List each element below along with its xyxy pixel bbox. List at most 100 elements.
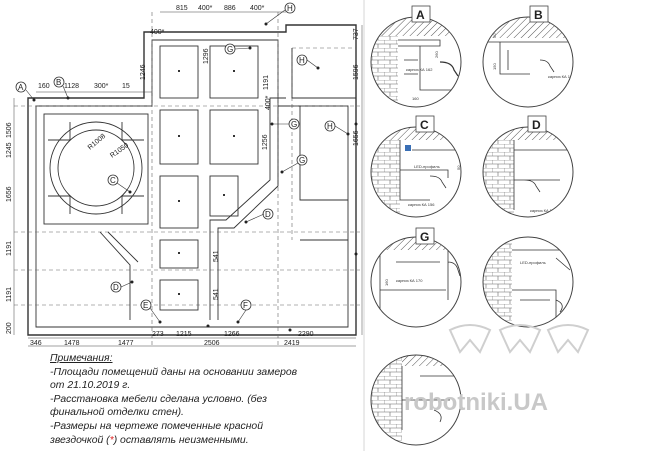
dim-bottom2-2: 1477 bbox=[118, 340, 134, 347]
red-star: * bbox=[109, 434, 114, 446]
round-ceiling-frame bbox=[43, 113, 149, 225]
circle-label-0: R1008 bbox=[87, 133, 107, 152]
callout-h-3[interactable]: H bbox=[284, 2, 296, 14]
dim-bottom2-0: 346 bbox=[30, 340, 42, 347]
dim-inner-0: 1296 bbox=[203, 48, 210, 64]
dim-left-top-2: 300* bbox=[94, 83, 109, 90]
diagonal-soffit bbox=[209, 97, 290, 320]
callout-g-1[interactable]: G bbox=[224, 43, 236, 55]
detail-c-label-2: карниз КА 156 bbox=[408, 202, 435, 207]
dim-left-2: 1656 bbox=[6, 186, 13, 202]
svg-text:H: H bbox=[327, 122, 333, 131]
notes-block: Примечания: -Площади помещений даны на о… bbox=[50, 352, 350, 447]
floor-plan bbox=[14, 12, 360, 345]
dim-inner-2: 541 bbox=[213, 250, 220, 262]
callout-h-1[interactable]: H bbox=[296, 54, 308, 66]
dim-top-left: 400* bbox=[150, 29, 165, 36]
dim-top-2: 886 bbox=[224, 5, 236, 12]
callout-g-2[interactable]: G bbox=[288, 118, 300, 130]
detail-i bbox=[371, 355, 461, 445]
dim-right-1: 1596 bbox=[353, 64, 360, 80]
callout-d-left[interactable]: D bbox=[110, 281, 122, 293]
callout-e[interactable]: E bbox=[140, 299, 152, 311]
svg-text:G: G bbox=[227, 45, 233, 54]
detail-a-label-1: 160 bbox=[460, 43, 465, 50]
dim-inner-3: 541 bbox=[213, 288, 220, 300]
dim-top-0: 815 bbox=[176, 5, 188, 12]
callout-markers: A B C D E F G G G H H H D bbox=[15, 2, 336, 311]
detail-d-label-0: карниз КА 156 bbox=[530, 208, 557, 213]
dim-bottom2-3: 2506 bbox=[204, 340, 220, 347]
dimension-lines bbox=[13, 11, 363, 347]
dim-left-top-3: 15 bbox=[122, 83, 130, 90]
detail-a-letter: A bbox=[416, 8, 425, 22]
leader-lines bbox=[25, 9, 349, 323]
callout-g-3[interactable]: G bbox=[296, 154, 308, 166]
dim-left-top-0: 160 bbox=[38, 83, 50, 90]
callout-h-2[interactable]: H bbox=[324, 120, 336, 132]
svg-text:G: G bbox=[299, 156, 305, 165]
circle-label-1: R1050 bbox=[109, 142, 130, 160]
detail-a-label-3: карниз КА 162 bbox=[406, 67, 433, 72]
callout-f[interactable]: F bbox=[240, 299, 252, 311]
callout-b-top[interactable]: B bbox=[53, 76, 65, 88]
callout-d-right[interactable]: D bbox=[262, 208, 274, 220]
detail-c-letter: C bbox=[420, 118, 429, 132]
detail-h-label-0: LED-профиль bbox=[520, 260, 546, 265]
dim-right-0: 737 bbox=[353, 28, 360, 40]
svg-text:H: H bbox=[287, 4, 293, 13]
dim-left-1: 1245 bbox=[6, 142, 13, 158]
detail-views: карниз КА 162 260 160 160 A карниз КА 17… bbox=[363, 0, 590, 451]
dim-inner-4: 400* bbox=[265, 95, 272, 110]
notes-line-2: -Расстановка мебели сделана условно. (бе… bbox=[50, 393, 267, 405]
svg-text:A: A bbox=[18, 83, 24, 92]
dim-bottom2-4: 2419 bbox=[284, 340, 300, 347]
dim-left-3: 1191 bbox=[6, 241, 13, 256]
detail-b-label-0: 150 bbox=[492, 63, 497, 70]
dim-top-1: 400* bbox=[198, 5, 213, 12]
svg-text:G: G bbox=[291, 120, 297, 129]
svg-text:E: E bbox=[143, 301, 148, 310]
dim-inner-5: 1246 bbox=[140, 64, 147, 80]
svg-text:D: D bbox=[265, 210, 271, 219]
svg-text:B: B bbox=[56, 78, 61, 87]
notes-line-0: -Площади помещений даны на основании зам… bbox=[50, 366, 298, 378]
detail-d-letter: D bbox=[532, 118, 541, 132]
svg-text:C: C bbox=[110, 176, 116, 185]
callout-c[interactable]: C bbox=[107, 174, 119, 186]
leader-dots bbox=[32, 22, 358, 332]
dim-top-3: 400* bbox=[250, 5, 265, 12]
detail-g-letter: G bbox=[420, 230, 429, 244]
detail-b-letter: B bbox=[534, 8, 543, 22]
dim-left-4: 1191 bbox=[6, 287, 13, 302]
dim-inner-6: 1191 bbox=[263, 75, 270, 90]
detail-c-label-0: LED-профиль bbox=[414, 164, 440, 169]
notes-line-5-before: звездочкой ( bbox=[50, 434, 110, 446]
notes-line-3: финальной отделки стен). bbox=[50, 407, 184, 419]
dimension-texts: 815 400* 886 400* 400* 160 1128 300* 15 … bbox=[6, 5, 360, 347]
dim-left-0: 1506 bbox=[6, 122, 13, 138]
grid-lines bbox=[14, 12, 360, 345]
dim-right-2: 1656 bbox=[353, 130, 360, 146]
callout-a-top[interactable]: A bbox=[15, 81, 27, 93]
detail-b-label-2: карниз КА 171 bbox=[548, 74, 575, 79]
notes-line-1: от 21.10.2019 г. bbox=[50, 380, 131, 392]
detail-b-label-1: 50 bbox=[492, 33, 497, 38]
ceiling-coffers bbox=[159, 45, 259, 311]
svg-text:D: D bbox=[113, 283, 119, 292]
detail-a-label-0: 160 bbox=[412, 96, 419, 101]
dim-left-top-1: 1128 bbox=[64, 83, 79, 90]
notes-line-5-after: ) оставлять неизменными. bbox=[113, 434, 249, 446]
watermark-logo bbox=[448, 324, 590, 354]
notes-line-5: звездочкой (*) оставлять неизменными. bbox=[50, 434, 350, 448]
svg-text:H: H bbox=[299, 56, 305, 65]
detail-g-label-1: карниз КА 170 bbox=[396, 278, 423, 283]
notes-line-4: -Размеры на чертеже помеченные красной bbox=[50, 420, 263, 432]
notes-title: Примечания: bbox=[50, 353, 113, 364]
dim-bottom-3: 2290 bbox=[298, 331, 314, 338]
svg-text:F: F bbox=[243, 301, 248, 310]
round-ceiling-inner bbox=[57, 129, 135, 207]
detail-h: LED-профиль bbox=[483, 237, 573, 327]
detail-g-label-0: 160 bbox=[384, 279, 389, 286]
dim-bottom-2: 1266 bbox=[224, 331, 240, 338]
